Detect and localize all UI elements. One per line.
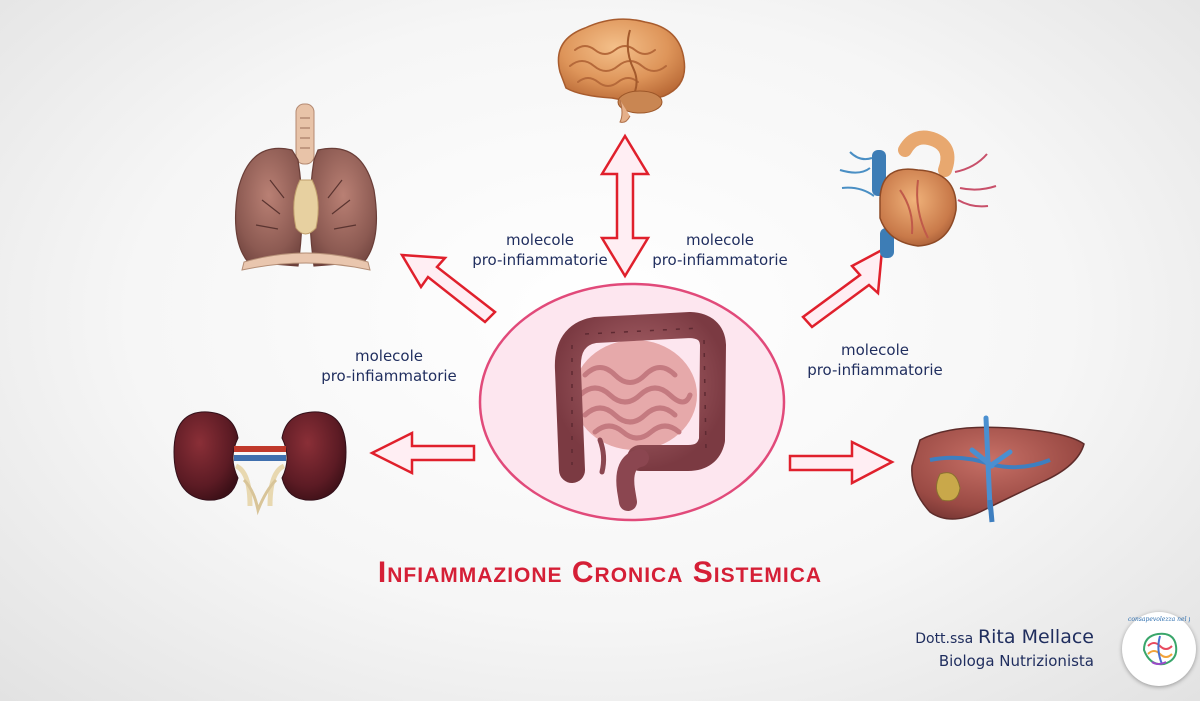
author-role: Biologa Nutrizionista (938, 652, 1094, 670)
kidneys-icon (173, 411, 347, 516)
author-prefix: Dott.ssa (915, 631, 974, 647)
intestine-icon (554, 312, 726, 511)
diagram-title: Infiammazione Cronica Sistemica (377, 556, 823, 589)
arrow-to-lungs (399, 253, 497, 324)
author-block: Dott.ssa Rita Mellace Biologa Nutrizioni… (915, 626, 1094, 672)
arrow-to-brain (599, 133, 651, 279)
arrow-to-liver (788, 439, 895, 486)
liver-icon (911, 415, 1085, 523)
logo-text: consapevolezza nel piatto (1128, 616, 1190, 623)
author-name-line: Dott.ssa Rita Mellace (915, 626, 1094, 650)
arrow-to-heart (801, 247, 884, 329)
brand-logo: consapevolezza nel piatto (1122, 612, 1196, 686)
brain-icon (557, 18, 686, 123)
lungs-icon (234, 103, 378, 271)
heart-icon (839, 130, 997, 258)
author-name: Rita Mellace (977, 626, 1094, 648)
brain-logo-icon (1142, 632, 1178, 666)
arrow-to-kidneys (369, 430, 476, 476)
